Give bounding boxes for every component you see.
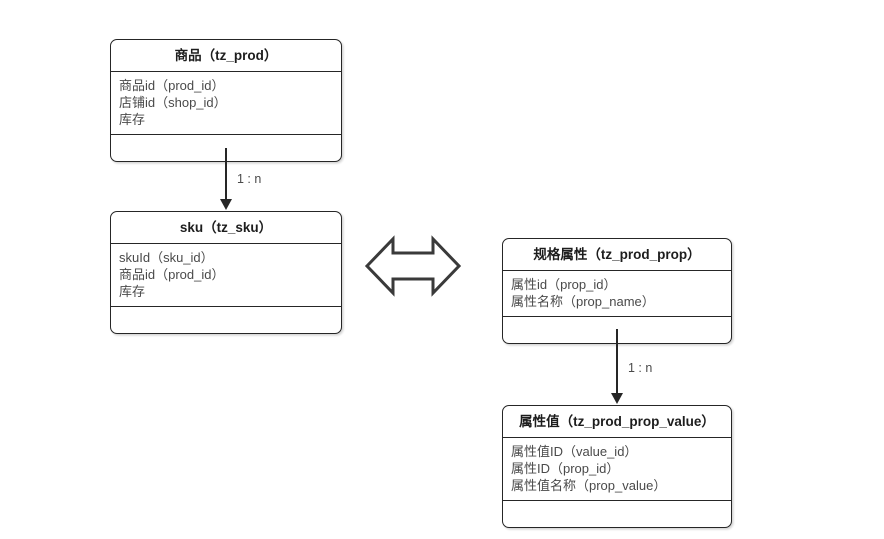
attribute-row: 属性id（prop_id） (511, 276, 617, 292)
entity-box-tz-sku[interactable]: sku（tz_sku） skuId（sku_id） 商品id（prod_id） … (110, 211, 342, 334)
entity-box-tz-prod-prop-value[interactable]: 属性值（tz_prod_prop_value） 属性值ID（value_id） … (502, 405, 732, 528)
attribute-row: 商品id（prod_id） (119, 266, 225, 282)
entity-box-tz-prod-prop[interactable]: 规格属性（tz_prod_prop） 属性id（prop_id） 属性名称（pr… (502, 238, 732, 344)
connector-label-cardinality: 1 : n (234, 172, 265, 186)
arrowhead-down-icon (219, 199, 232, 210)
entity-footer-tz-sku (111, 307, 341, 333)
attribute-row: 属性值名称（prop_value） (511, 477, 667, 493)
entity-title-tz-sku: sku（tz_sku） (111, 212, 341, 244)
attribute-row: 属性ID（prop_id） (511, 460, 620, 476)
attribute-row: 属性名称（prop_name） (511, 293, 655, 309)
attribute-row: 商品id（prod_id） (119, 77, 225, 93)
arrowhead-down-icon (610, 393, 623, 404)
entity-footer-tz-prod-prop-value (503, 501, 731, 527)
attribute-row: 属性值ID（value_id） (511, 443, 638, 459)
entity-title-tz-prod-prop-value: 属性值（tz_prod_prop_value） (503, 406, 731, 438)
entity-title-tz-prod-prop: 规格属性（tz_prod_prop） (503, 239, 731, 271)
connector-label-cardinality: 1 : n (625, 361, 656, 375)
connector-line (225, 148, 227, 200)
entity-attributes-tz-prod-prop: 属性id（prop_id） 属性名称（prop_name） (503, 271, 731, 317)
attribute-row: 库存 (119, 111, 146, 127)
entity-attributes-tz-sku: skuId（sku_id） 商品id（prod_id） 库存 (111, 244, 341, 307)
entity-title-tz-prod: 商品（tz_prod） (111, 40, 341, 72)
attribute-row: skuId（sku_id） (119, 249, 214, 265)
entity-attributes-tz-prod-prop-value: 属性值ID（value_id） 属性ID（prop_id） 属性值名称（prop… (503, 438, 731, 501)
entity-box-tz-prod[interactable]: 商品（tz_prod） 商品id（prod_id） 店铺id（shop_id） … (110, 39, 342, 162)
connector-line (616, 329, 618, 394)
entity-attributes-tz-prod: 商品id（prod_id） 店铺id（shop_id） 库存 (111, 72, 341, 135)
attribute-row: 店铺id（shop_id） (119, 94, 227, 110)
double-headed-arrow-icon (365, 235, 461, 297)
attribute-row: 库存 (119, 283, 146, 299)
